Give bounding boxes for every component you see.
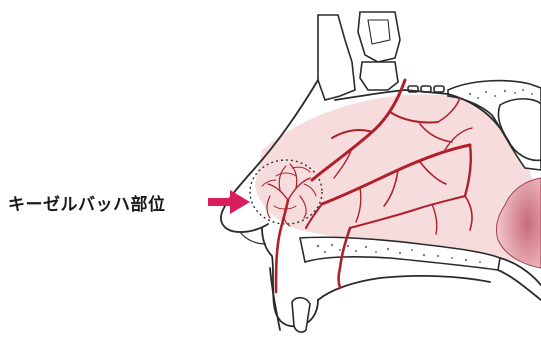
pointer-arrow xyxy=(208,190,250,214)
kiesselbach-label: キーゼルバッハ部位 xyxy=(8,190,166,215)
frontal-bone xyxy=(318,15,355,100)
incisor xyxy=(292,298,310,332)
nasal-bone-segment xyxy=(360,62,398,90)
oral-contour xyxy=(318,276,490,300)
soft-palate-lower xyxy=(498,270,541,300)
